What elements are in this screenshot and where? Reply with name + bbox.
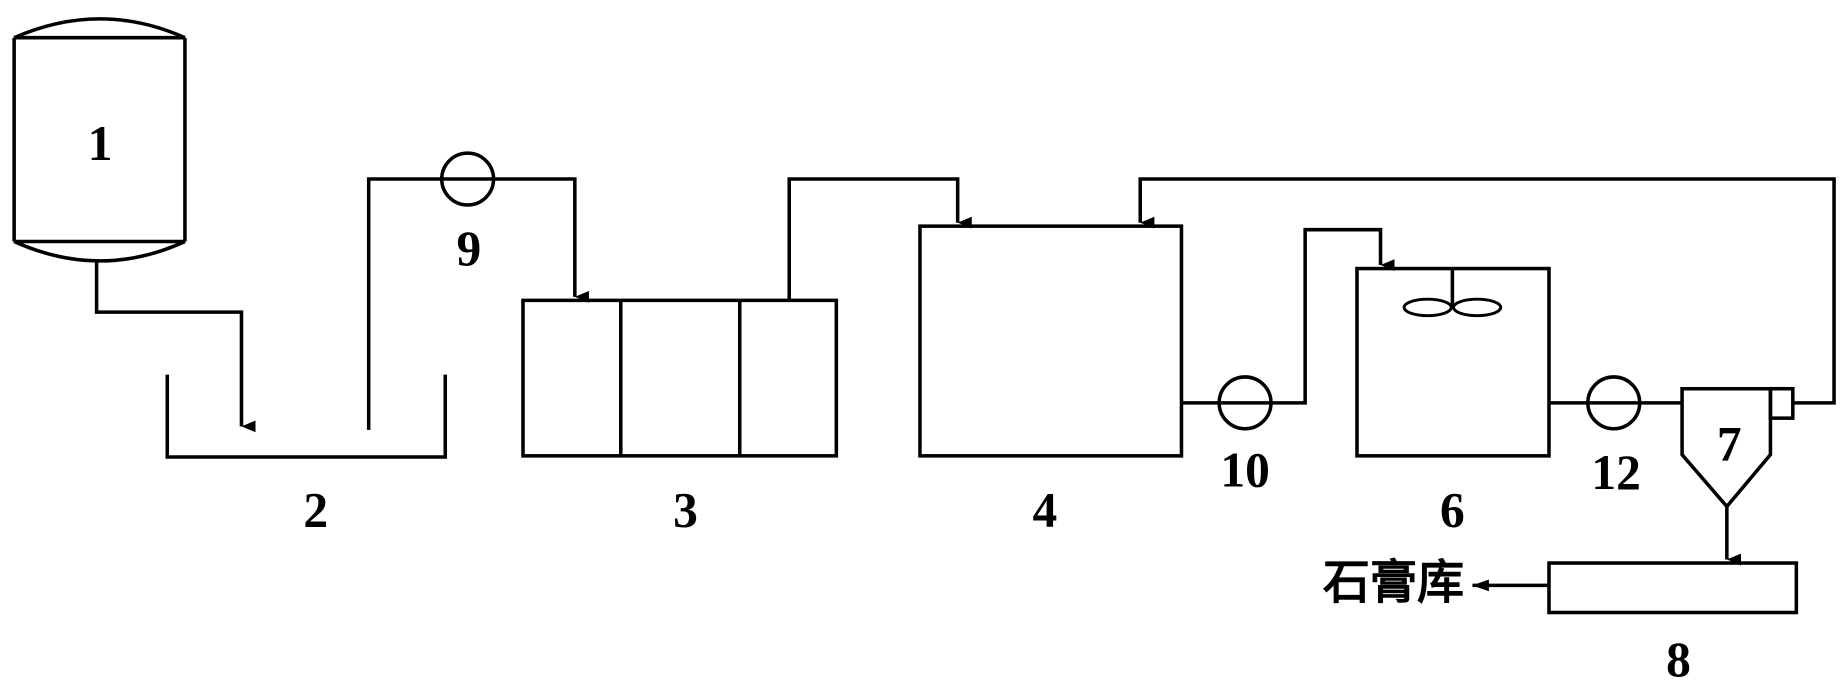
unit-6-label: 6 <box>1440 483 1465 538</box>
unit-4: 4 <box>918 224 1184 538</box>
destination-label: 石膏库 <box>1323 555 1464 610</box>
unit-8: 8 <box>1547 561 1799 682</box>
unit-7-label: 7 <box>1717 417 1742 472</box>
agitator-blade-left <box>1402 297 1453 318</box>
unit-4-label: 4 <box>1032 483 1057 538</box>
pipe-return-to-unit-4 <box>1138 177 1836 405</box>
pump-10: 10 <box>1217 375 1273 497</box>
pump-9: 9 <box>439 151 496 276</box>
pipe-unit-4-to-unit-6 <box>1181 227 1395 405</box>
pump-12: 12 <box>1586 375 1642 500</box>
tank-2-label: 2 <box>303 483 328 538</box>
tank-2: 2 <box>165 374 448 538</box>
pipe-vessel-to-tank <box>94 260 256 433</box>
unit-8-label: 8 <box>1666 632 1691 682</box>
pump-12-label: 12 <box>1591 445 1640 500</box>
stirred-tank-6: 6 <box>1355 266 1551 538</box>
vessel-1-label: 1 <box>88 116 113 171</box>
unit-3-label: 3 <box>673 483 698 538</box>
pump-10-label: 10 <box>1220 442 1269 497</box>
cyclone-overflow-outlet <box>1768 386 1795 420</box>
pipe-tank-to-unit-3 <box>366 177 589 430</box>
multi-chamber-unit-3: 3 <box>521 298 839 538</box>
agitator-blade-right <box>1452 297 1503 318</box>
cyclone-7: 7 <box>1680 386 1795 510</box>
pump-9-label: 9 <box>456 221 481 276</box>
pipe-unit-3-to-unit-4 <box>787 177 972 301</box>
vessel-1: 1 <box>12 17 187 263</box>
